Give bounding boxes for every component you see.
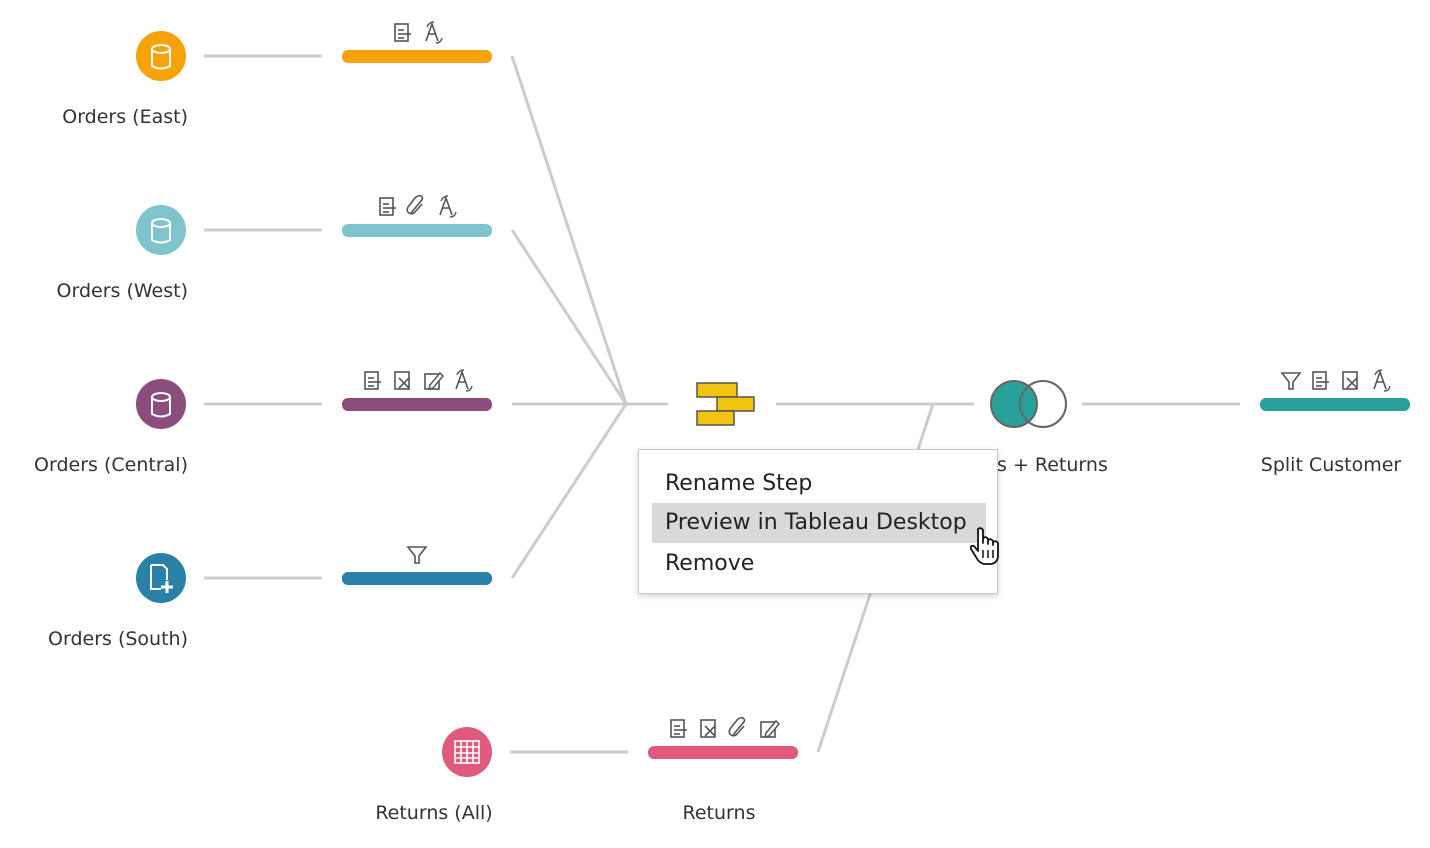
input-label-orders-central: Orders (Central) bbox=[34, 454, 188, 476]
join-step-icon[interactable] bbox=[990, 380, 1067, 428]
context-menu: Rename Step Preview in Tableau Desktop R… bbox=[638, 449, 998, 594]
output-step-label: Split Customer bbox=[1260, 454, 1402, 476]
step-icons-central bbox=[364, 369, 473, 392]
wildcard-file-icon bbox=[150, 564, 173, 593]
clean-step-bar-split-customer[interactable] bbox=[1260, 398, 1410, 411]
menu-item-remove[interactable]: Remove bbox=[665, 551, 755, 576]
rename-icon bbox=[455, 369, 473, 392]
rename-icon bbox=[439, 195, 457, 218]
table-icon bbox=[454, 740, 480, 764]
field-list-icon bbox=[1312, 371, 1330, 390]
input-label-orders-east: Orders (East) bbox=[62, 106, 188, 128]
input-circle bbox=[136, 205, 186, 255]
input-node-orders-central[interactable] bbox=[136, 379, 186, 429]
clean-step-bar-west[interactable] bbox=[342, 224, 492, 237]
menu-item-preview-in-tableau-desktop[interactable]: Preview in Tableau Desktop bbox=[652, 503, 986, 543]
input-label-orders-west: Orders (West) bbox=[56, 280, 188, 302]
filter-icon bbox=[407, 546, 427, 564]
field-list-icon bbox=[364, 371, 382, 390]
clean-step-bar-central[interactable] bbox=[342, 398, 492, 411]
filter-icon bbox=[1281, 372, 1301, 390]
link-icon bbox=[406, 194, 424, 215]
rename-icon bbox=[425, 21, 443, 44]
link-icon bbox=[728, 716, 746, 737]
hand-pointer-cursor-icon bbox=[969, 527, 999, 565]
input-node-returns-all[interactable] bbox=[442, 727, 492, 777]
join-step-label: s + Returns bbox=[997, 454, 1108, 476]
field-list-icon bbox=[394, 23, 412, 42]
input-node-orders-east[interactable] bbox=[136, 31, 186, 81]
rename-icon bbox=[1373, 369, 1391, 392]
step-icons-split-customer bbox=[1281, 369, 1391, 392]
input-label-returns-all: Returns (All) bbox=[375, 802, 493, 824]
input-node-orders-west[interactable] bbox=[136, 205, 186, 255]
step-icons-east bbox=[394, 21, 443, 44]
remove-field-icon bbox=[394, 371, 410, 390]
field-list-icon bbox=[379, 197, 397, 216]
field-list-icon bbox=[670, 719, 688, 738]
clean-step-bar-east[interactable] bbox=[342, 50, 492, 63]
input-node-orders-south[interactable] bbox=[136, 553, 186, 603]
edit-icon bbox=[760, 720, 780, 738]
remove-field-icon bbox=[1342, 371, 1358, 390]
edit-icon bbox=[424, 372, 444, 390]
remove-field-icon bbox=[700, 719, 716, 738]
step-label-returns: Returns bbox=[682, 802, 756, 824]
step-icons-west bbox=[379, 194, 457, 218]
clean-step-bar-south[interactable] bbox=[342, 572, 492, 585]
input-circle bbox=[136, 553, 186, 603]
input-label-orders-south: Orders (South) bbox=[48, 628, 188, 650]
input-circle bbox=[136, 31, 186, 81]
step-icons-returns bbox=[670, 716, 780, 738]
union-step-icon[interactable] bbox=[696, 382, 755, 426]
step-icons-south bbox=[407, 546, 427, 564]
clean-step-bar-returns[interactable] bbox=[648, 746, 798, 759]
menu-item-rename-step[interactable]: Rename Step bbox=[665, 471, 813, 496]
input-circle bbox=[136, 379, 186, 429]
